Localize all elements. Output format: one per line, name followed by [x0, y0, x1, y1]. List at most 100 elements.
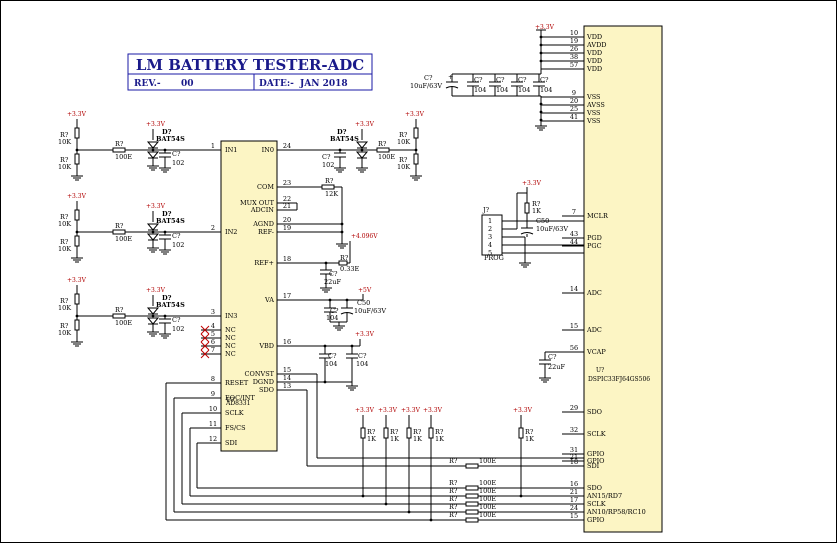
date-value: JAN 2018 [299, 79, 348, 89]
resistor-body [112, 229, 126, 235]
vcap-cap-ref: C? [548, 353, 557, 361]
adc-chip-ref: U? [226, 397, 234, 404]
eoc-resistor-value: 100E [479, 503, 496, 511]
resistor-value: 1K [367, 435, 376, 443]
mcu-pin-name: SCLK [587, 500, 606, 508]
mcu-pin-name: ADC [586, 326, 602, 334]
junction-dot [361, 494, 365, 498]
mcu-pin-num: 44 [570, 238, 578, 246]
prog-cap-value: 10uF/63V [536, 225, 568, 233]
prog-ref: J? [482, 206, 490, 214]
resistor-value: 10K [397, 163, 410, 171]
channel-rail: +3.3V [405, 111, 425, 118]
mcu-pin-num: 19 [570, 37, 578, 45]
fs-resistor-ref: R? [449, 487, 458, 495]
cap-value: 102 [322, 161, 334, 169]
mcu-pin-num: 9 [572, 89, 576, 97]
junction-dot [338, 148, 342, 152]
sdi2-resistor-value: 100E [479, 479, 496, 487]
ref-resistor-value: 0.33E [340, 265, 359, 273]
resistor-ref: R? [115, 140, 124, 148]
junction-dot [384, 502, 388, 506]
junction-dot [151, 148, 155, 152]
adc-pin-num-19: 19 [283, 224, 291, 232]
sclk-resistor-ref: R? [449, 495, 458, 503]
cap-value: 102 [172, 325, 184, 333]
diode-ref: D? [337, 128, 347, 136]
ref-cap-ref: C? [329, 270, 338, 278]
diode-symbol [146, 317, 160, 325]
pullup-resistor-3: +3.3VR?1K [401, 407, 422, 514]
prog-pin-1: 1 [488, 217, 492, 225]
adc-support-circuits: R? 12K +4.096V R? 0.33E C? 22uF +5V C? 1… [296, 177, 386, 391]
reset-resistor-ref: R? [449, 511, 458, 519]
adc-pin-name-16: VBD [258, 342, 274, 350]
mcu-pin-name: AVDD [586, 41, 607, 49]
mcu-pin-num: 15 [570, 322, 578, 330]
prog-pin-4: 4 [488, 241, 492, 249]
dec-cap-4-value: 104 [540, 86, 552, 94]
mcu-pin-num: 7 [572, 208, 576, 216]
mcu-part: DSPIC33FJ64GS506 [588, 376, 650, 383]
cap-ref: C? [172, 150, 181, 158]
mcu-pin-num: 43 [570, 230, 578, 238]
adc-pin-name-21: ADCIN [250, 206, 274, 214]
ref-cap-value: 22uF [324, 278, 341, 286]
com-resistor-value: 12K [325, 190, 338, 198]
diode-part: BAT54S [156, 301, 185, 309]
adc-pin-num-7: 7 [211, 346, 215, 354]
pullup-rail: +3.3V [513, 407, 533, 414]
junction-dot [414, 148, 418, 152]
adc-pin-num-23: 23 [283, 179, 291, 187]
adc-pin-name-5: NC [225, 334, 236, 342]
adc-pin-name-6: NC [225, 342, 236, 350]
adc-pin-name-3: IN3 [225, 312, 237, 320]
fs-resistor-value: 100E [479, 487, 496, 495]
vcap-section: C? 22uF [539, 351, 584, 383]
adc-pin-num-5: 5 [211, 330, 215, 338]
vcap-cap-value: 22uF [548, 363, 565, 371]
resistor-ref: R? [60, 131, 69, 139]
adc-pin-num-6: 6 [211, 338, 215, 346]
mcu-ref: U? [596, 367, 604, 374]
digital-bus: R? 100E R? 100E R? 100E R? 100E R? 100E [165, 373, 584, 523]
resistor-body [360, 427, 366, 439]
diode-part: BAT54S [156, 135, 185, 143]
mcu-pin-name: ADC [586, 289, 602, 297]
adc-pin-name-11: FS/CS [225, 424, 246, 432]
diode-ref: D? [162, 128, 172, 136]
resistor-value: 10K [58, 304, 71, 312]
adc-pin-name-19: REF- [258, 228, 274, 236]
va-cap-2-value: 10uF/63V [354, 307, 386, 315]
prog-connector-body [481, 214, 503, 256]
rev-value: 00 [181, 79, 194, 89]
mcu-chip-body [583, 25, 663, 533]
prog-label: PROG [484, 254, 504, 262]
resistor-body [413, 153, 419, 165]
adc-pin-name-7: NC [225, 350, 236, 358]
resistor-ref: R? [60, 156, 69, 164]
resistor-body [383, 427, 389, 439]
mcu-pin-name: AVSS [586, 101, 605, 109]
va-cap-2-ref: C50 [357, 299, 370, 307]
resistor-body [74, 293, 80, 305]
resistor-value: 1K [390, 435, 399, 443]
mcu-chip: U? DSPIC33FJ64GS506 [583, 25, 663, 533]
vdd-rail-label: +3.3V [535, 24, 555, 31]
sdi-resistor-ref: R? [449, 457, 458, 465]
adc-pin-num-11: 11 [209, 420, 217, 428]
resistor-ref: R? [378, 140, 387, 148]
resistor-body [74, 153, 80, 165]
mcu-pin-name: SDO [587, 484, 602, 492]
resistor-body [74, 127, 80, 139]
resistor-body [74, 235, 80, 247]
mcu-pin-num: 31 [570, 446, 578, 454]
pullup-resistor-2: +3.3VR?1K [378, 407, 399, 506]
resistor-ref: R? [435, 428, 444, 436]
resistor-ref: R? [399, 131, 408, 139]
mclr-resistor-ref: R? [532, 200, 541, 208]
adc-pin-name-9: EOC/INT [225, 394, 255, 402]
cap-ref: C? [172, 316, 181, 324]
date-label: DATE:- [259, 79, 294, 89]
